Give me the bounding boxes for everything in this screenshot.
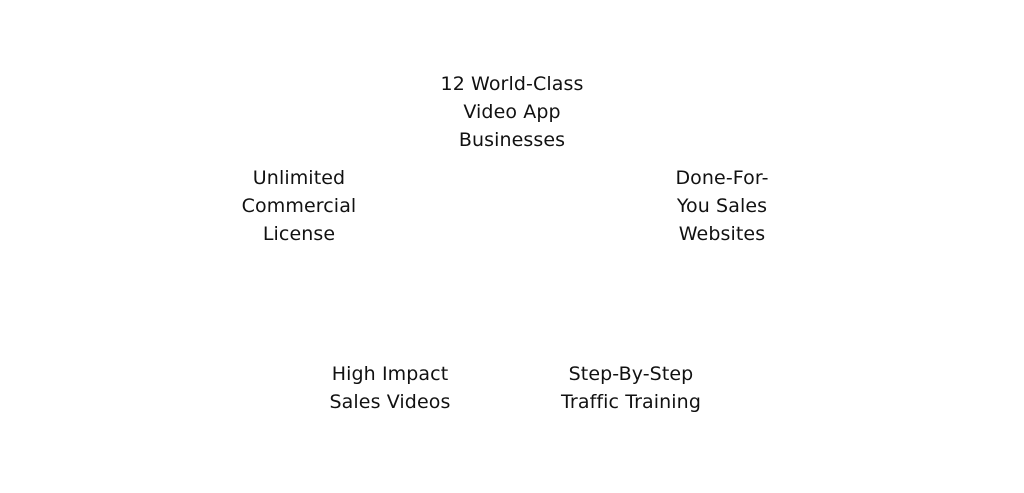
- feature-line: Sales Videos: [329, 391, 451, 413]
- feature-line: You Sales: [676, 195, 768, 217]
- feature-video-app-businesses: 12 World-Class Video App Businesses: [412, 70, 612, 154]
- feature-traffic-training: Step-By-Step Traffic Training: [531, 360, 731, 416]
- feature-line: Businesses: [458, 129, 566, 151]
- feature-line: Websites: [678, 223, 766, 245]
- feature-line: Commercial: [241, 195, 357, 217]
- feature-line: Video App: [463, 101, 561, 123]
- feature-line: Step-By-Step: [568, 363, 694, 385]
- feature-line: License: [262, 223, 336, 245]
- feature-line: Done-For-: [675, 167, 769, 189]
- feature-commercial-license: Unlimited Commercial License: [199, 164, 399, 248]
- feature-line: High Impact: [331, 363, 449, 385]
- feature-line: Unlimited: [252, 167, 346, 189]
- feature-sales-videos: High Impact Sales Videos: [290, 360, 490, 416]
- feature-line: 12 World-Class: [440, 73, 584, 95]
- feature-sales-websites: Done-For- You Sales Websites: [622, 164, 822, 248]
- feature-line: Traffic Training: [561, 391, 701, 413]
